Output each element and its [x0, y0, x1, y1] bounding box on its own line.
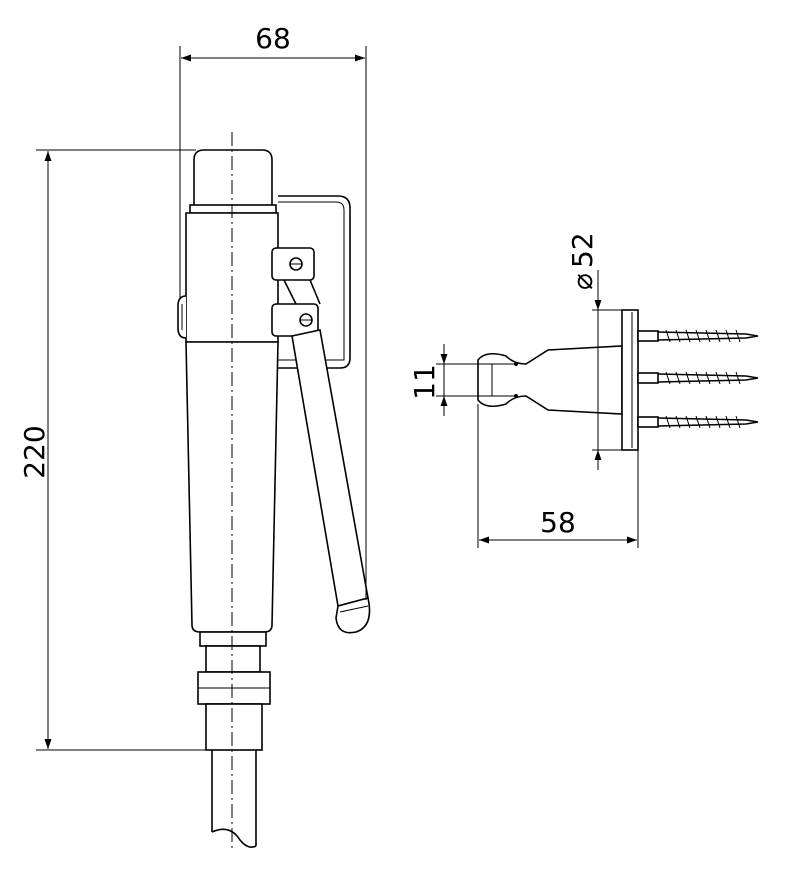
dimension-58: 58	[477, 404, 639, 548]
gun-collar	[189, 204, 277, 214]
hose-fitting	[205, 703, 263, 751]
lever-tip	[335, 597, 371, 634]
dimension-68: 68	[179, 22, 367, 600]
hose-break	[211, 828, 257, 848]
dimension-220: 220	[18, 149, 206, 751]
trigger-lever	[291, 329, 369, 607]
hanger-bracket-inner	[278, 201, 345, 361]
hanger-bracket	[278, 195, 351, 369]
fitting-neck	[205, 645, 261, 673]
dim-label-58: 58	[540, 506, 576, 539]
dim-label-11: 11	[408, 364, 441, 400]
gun-side-view	[177, 132, 371, 850]
dim-label-220: 220	[18, 425, 51, 478]
holder-view	[477, 309, 759, 451]
base-plate	[621, 309, 639, 451]
fitting-collar	[199, 631, 267, 647]
dimension-diameter-52: ⌀ 52	[566, 232, 622, 470]
screw-top	[637, 329, 759, 343]
dim-label-52: 52	[566, 232, 599, 268]
hose	[211, 750, 257, 846]
dimension-11: 11	[408, 344, 516, 416]
lever-link	[283, 279, 321, 305]
dim-label-68: 68	[255, 22, 291, 55]
mounting-screws	[637, 329, 759, 429]
dim-label-diameter-symbol: ⌀	[566, 273, 599, 290]
gun-cap	[193, 149, 273, 207]
holder-body	[477, 345, 623, 415]
screw-middle	[637, 371, 759, 385]
screw-bottom	[637, 415, 759, 429]
